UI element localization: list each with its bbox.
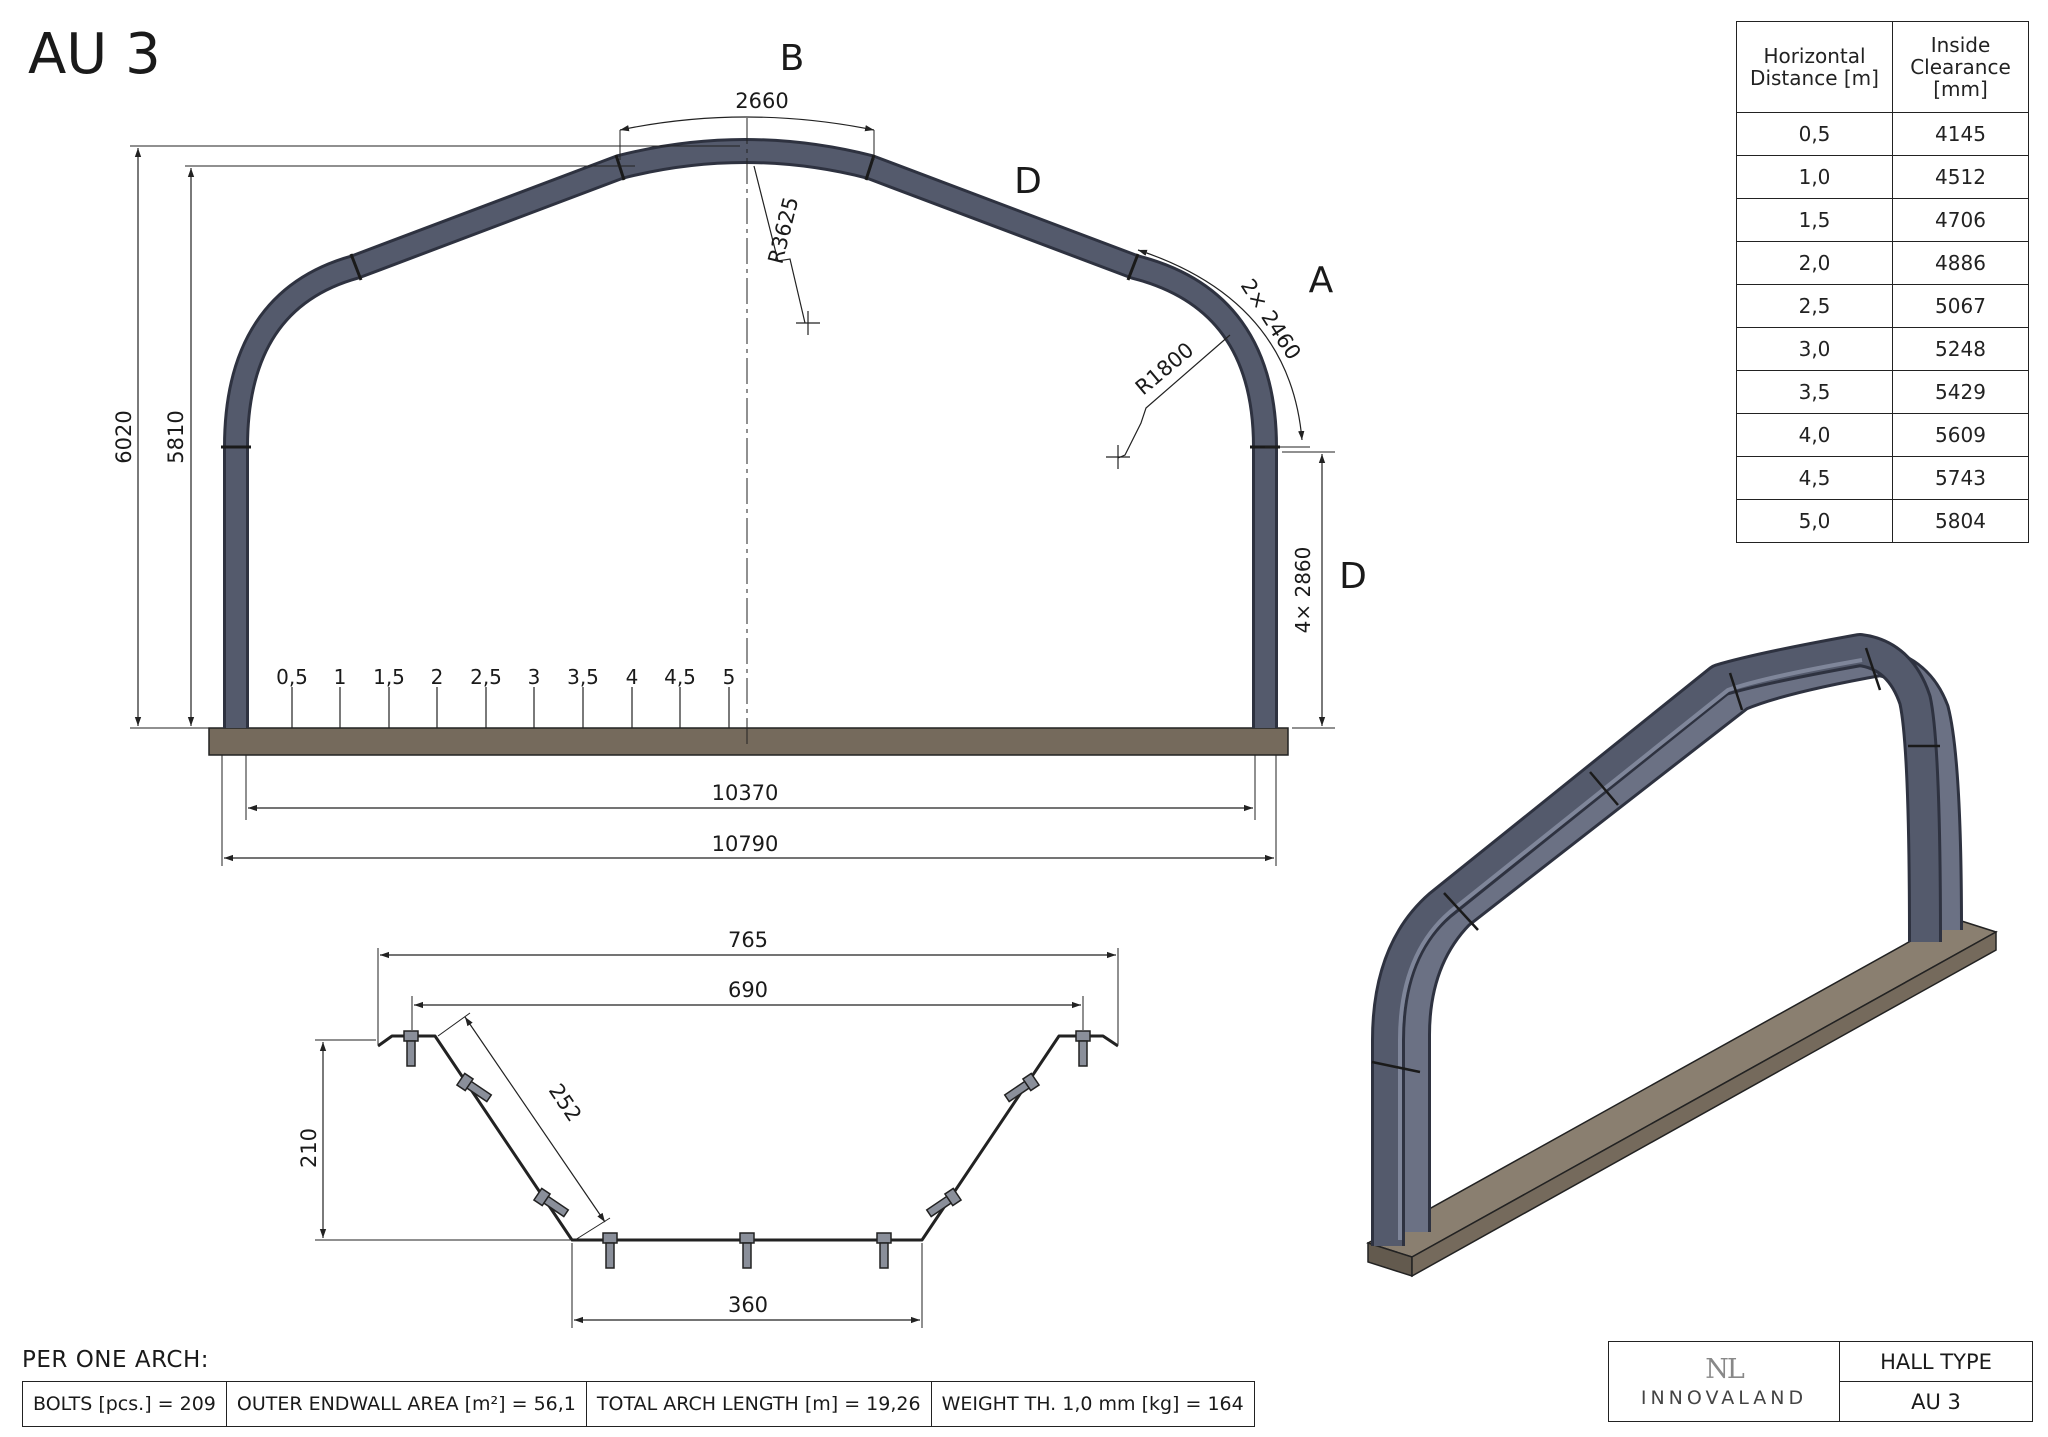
hall-type-label: HALL TYPE: [1839, 1341, 2033, 1382]
distance-marker-label: 0,5: [276, 665, 308, 689]
cell-distance: 3,0: [1736, 327, 1893, 371]
label-a: A: [1309, 260, 1334, 301]
clearance-table: Horizontal Distance [m] Inside Clearance…: [1736, 21, 2029, 543]
summary-weight: WEIGHT TH. 1,0 mm [kg] = 164: [930, 1381, 1255, 1427]
distance-marker-label: 2,5: [470, 665, 502, 689]
cell-clearance: 4512: [1892, 155, 2029, 199]
summary-endwall-area: OUTER ENDWALL AREA [m²] = 56,1: [225, 1381, 587, 1427]
cell-distance: 1,5: [1736, 198, 1893, 242]
dim-top-arc: [619, 116, 875, 132]
cell-distance: 5,0: [1736, 499, 1893, 543]
column-header-clearance: Inside Clearance [mm]: [1892, 21, 2029, 113]
logo-mark: NL: [1705, 1354, 1745, 1385]
cell-distance: 1,0: [1736, 155, 1893, 199]
summary-row: BOLTS [pcs.] = 209 OUTER ENDWALL AREA [m…: [22, 1381, 1255, 1427]
cell-clearance: 4145: [1892, 112, 2029, 156]
cell-clearance: 4706: [1892, 198, 2029, 242]
label-b: B: [780, 38, 805, 79]
dim-section-top-outer-value: 765: [728, 928, 768, 952]
cell-clearance: 5067: [1892, 284, 2029, 328]
cell-distance: 2,0: [1736, 241, 1893, 285]
table-header-row: Horizontal Distance [m] Inside Clearance…: [1736, 21, 2029, 113]
cell-distance: 4,0: [1736, 413, 1893, 457]
section-view: 765 690 252 210 360: [297, 928, 1119, 1328]
company-name: INNOVALAND: [1640, 1387, 1808, 1409]
arch-summary: PER ONE ARCH: BOLTS [pcs.] = 209 OUTER E…: [22, 1347, 1255, 1427]
cell-clearance: 5248: [1892, 327, 2029, 371]
cell-clearance: 5804: [1892, 499, 2029, 543]
distance-marker-label: 5: [723, 665, 736, 689]
dim-section-slope-value: 252: [544, 1079, 586, 1126]
dim-corner-radius: R1800: [1131, 338, 1199, 400]
dim-top-arc-value: 2660: [735, 89, 788, 113]
dim-section-bottom-value: 360: [728, 1293, 768, 1317]
cell-clearance: 5609: [1892, 413, 2029, 457]
label-d-roof: D: [1014, 161, 1042, 202]
dim-inner-width-value: 10370: [712, 781, 779, 805]
arch-profile: [223, 138, 1278, 728]
dim-section-slope: [464, 1016, 606, 1223]
corner-radius-leader: [1117, 334, 1231, 459]
panel-joints: [221, 154, 1280, 449]
dim-overall-height-value: 6020: [112, 410, 136, 463]
distance-marker-label: 3,5: [567, 665, 599, 689]
cell-distance: 4,5: [1736, 456, 1893, 500]
distance-marker-label: 4: [626, 665, 639, 689]
column-header-distance: Horizontal Distance [m]: [1736, 21, 1893, 113]
isometric-view: [1366, 633, 1998, 1278]
distance-marker-label: 2: [431, 665, 444, 689]
base-slab: [208, 727, 1289, 756]
distance-marker-label: 3: [528, 665, 541, 689]
dim-inner-height-value: 5810: [164, 410, 188, 463]
label-d-wall: D: [1339, 556, 1367, 597]
section-profile: [377, 1034, 1119, 1242]
summary-table: BOLTS [pcs.] = 209 OUTER ENDWALL AREA [m…: [22, 1381, 1255, 1427]
summary-bolts: BOLTS [pcs.] = 209: [22, 1381, 227, 1427]
top-radius-leader: [753, 165, 806, 324]
cell-distance: 2,5: [1736, 284, 1893, 328]
cell-clearance: 5429: [1892, 370, 2029, 414]
distance-marker-label: 1,5: [373, 665, 405, 689]
cell-clearance: 4886: [1892, 241, 2029, 285]
distance-marker-label: 1: [334, 665, 347, 689]
cell-distance: 3,5: [1736, 370, 1893, 414]
dim-section-depth-value: 210: [297, 1128, 321, 1168]
dim-corner-arc: [1137, 249, 1305, 441]
cell-clearance: 5743: [1892, 456, 2029, 500]
distance-marker-label: 4,5: [664, 665, 696, 689]
front-view: B D A D 2660 R3625 2× 2460 R1800 4× 2860…: [112, 38, 1367, 866]
dim-wall-height-value: 4× 2860: [1291, 547, 1315, 634]
summary-arch-length: TOTAL ARCH LENGTH [m] = 19,26: [585, 1381, 932, 1427]
summary-title: PER ONE ARCH:: [22, 1347, 210, 1373]
dim-section-top-inner-value: 690: [728, 978, 768, 1002]
section-bolts: [403, 1030, 1091, 1269]
company-logo: NL INNOVALAND: [1608, 1341, 1840, 1422]
cell-distance: 0,5: [1736, 112, 1893, 156]
dim-outer-width-value: 10790: [712, 832, 779, 856]
distance-markers: 0,5 1 1,5 2 2,5 3 3,5 4 4,5 5: [276, 665, 735, 728]
drawing-title: AU 3: [28, 22, 161, 87]
title-block: NL INNOVALAND HALL TYPE AU 3: [1608, 1341, 2033, 1422]
hall-type-value: AU 3: [1839, 1381, 2033, 1422]
dim-top-radius: R3625: [764, 194, 804, 266]
